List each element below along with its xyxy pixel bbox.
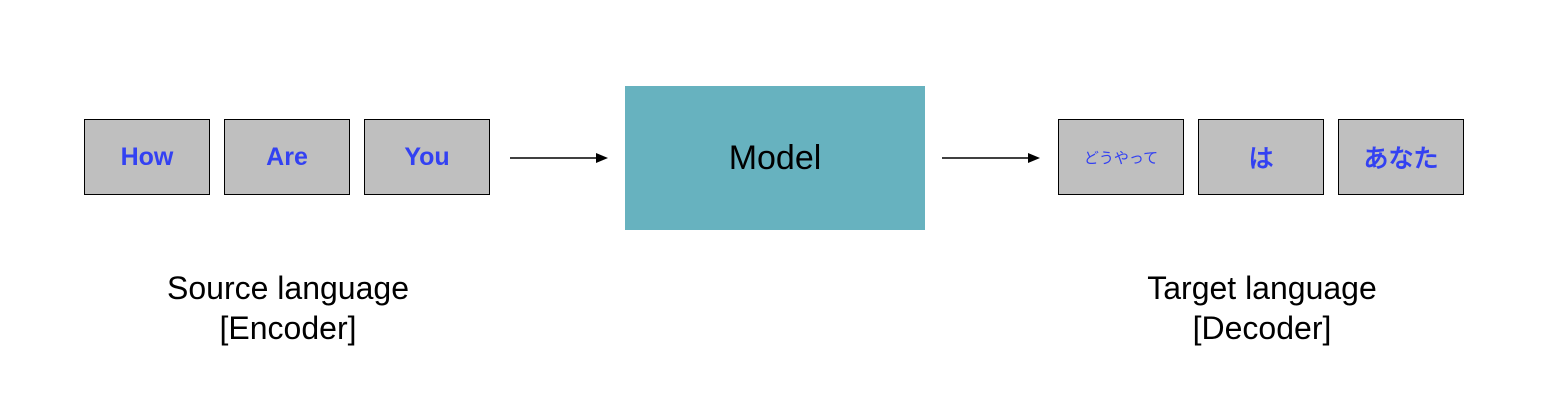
source-token-are: Are	[224, 119, 350, 195]
source-caption-line1: Source language	[167, 270, 409, 306]
target-token-1: どうやって	[1058, 119, 1184, 195]
source-token-you: You	[364, 119, 490, 195]
source-token-how: How	[84, 119, 210, 195]
target-caption-line2: [Decoder]	[1192, 310, 1332, 346]
arrow-source-to-model	[510, 153, 608, 163]
source-caption-line2: [Encoder]	[219, 310, 357, 346]
source-caption: Source language [Encoder]	[118, 268, 458, 348]
target-token-3: あなた	[1338, 119, 1464, 195]
model-box: Model	[625, 86, 925, 230]
target-caption-line1: Target language	[1147, 270, 1377, 306]
target-token-2: は	[1198, 119, 1324, 195]
target-caption: Target language [Decoder]	[1092, 268, 1432, 348]
arrow-model-to-target	[942, 153, 1040, 163]
